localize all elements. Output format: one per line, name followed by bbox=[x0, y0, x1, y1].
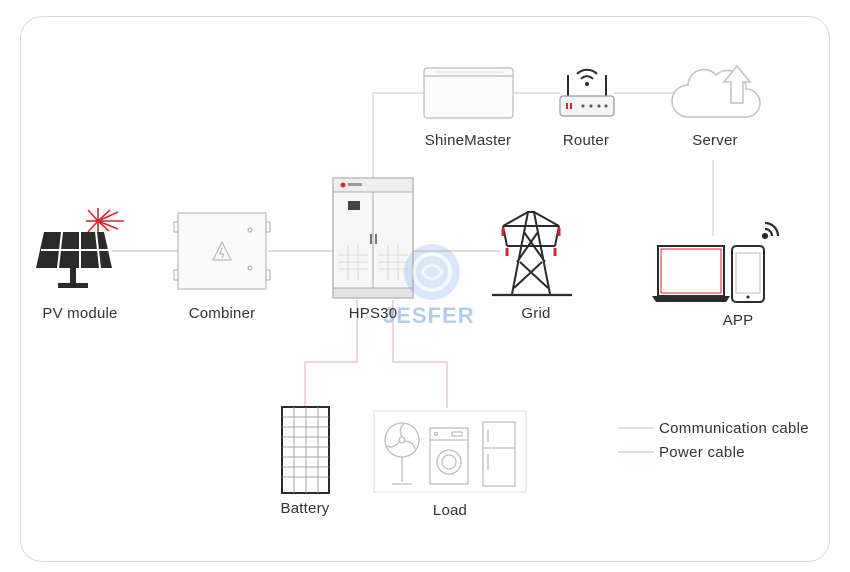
battery-rack-icon bbox=[281, 406, 330, 494]
label-shinemaster: ShineMaster bbox=[424, 132, 512, 149]
shinemaster-device-icon bbox=[423, 67, 514, 119]
watermark-text: JESFER bbox=[383, 303, 475, 328]
label-pv-module: PV module bbox=[42, 305, 118, 322]
cable-hps-load bbox=[392, 300, 448, 408]
household-load-icon bbox=[373, 410, 527, 493]
label-grid: Grid bbox=[521, 305, 551, 322]
legend-power-label: Power cable bbox=[659, 444, 745, 461]
wifi-signal-icon bbox=[761, 221, 780, 240]
solar-panel-icon bbox=[36, 208, 124, 288]
label-app: APP bbox=[722, 312, 754, 329]
label-server: Server bbox=[692, 132, 738, 149]
smartphone-icon bbox=[731, 245, 765, 303]
transmission-tower-icon bbox=[492, 211, 572, 297]
communication-cables bbox=[372, 92, 714, 236]
cable-hps-shinemaster bbox=[372, 92, 424, 178]
legend-communication-label: Communication cable bbox=[659, 420, 809, 437]
label-combiner: Combiner bbox=[188, 305, 256, 322]
label-router: Router bbox=[562, 132, 610, 149]
cable-hps-battery bbox=[304, 300, 358, 406]
hps30-cabinet-icon bbox=[332, 177, 414, 299]
label-hps30: HPS30 bbox=[348, 305, 398, 322]
label-load: Load bbox=[432, 502, 468, 519]
fan-icon bbox=[384, 422, 420, 485]
watermark-logo-icon bbox=[404, 244, 460, 300]
label-battery: Battery bbox=[280, 500, 330, 517]
power-cables bbox=[112, 250, 500, 408]
cloud-upload-icon bbox=[671, 64, 761, 118]
refrigerator-icon bbox=[482, 421, 516, 487]
combiner-box-icon bbox=[173, 212, 271, 290]
router-icon bbox=[559, 68, 615, 117]
laptop-icon bbox=[652, 245, 730, 302]
washing-machine-icon bbox=[429, 427, 469, 485]
